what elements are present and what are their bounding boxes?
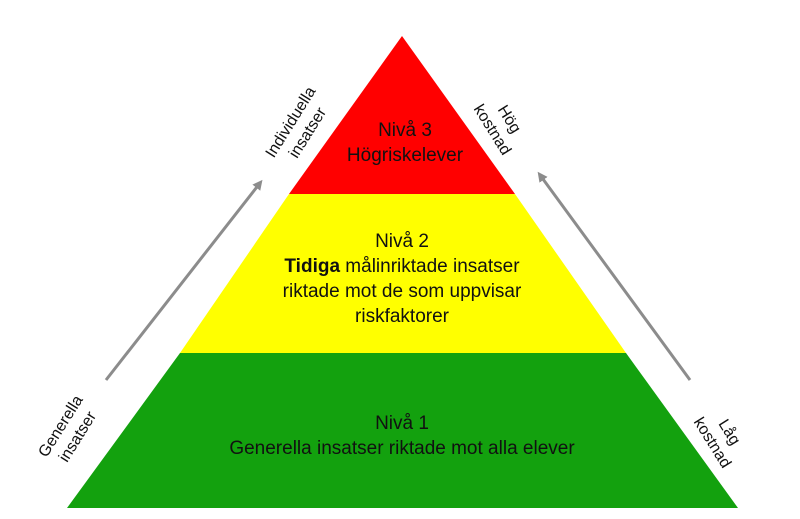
level-1-description: Generella insatser riktade mot alla elev… [229, 438, 575, 459]
right-up-arrow [537, 171, 692, 381]
level-1-text: Nivå 1 Generella insatser riktade mot al… [150, 411, 654, 461]
pyramid-level-3 [289, 36, 515, 194]
level-3-description: Högriskelever [346, 145, 464, 166]
level-3-title: Nivå 3 [378, 120, 432, 141]
level-1-title: Nivå 1 [375, 413, 429, 434]
level-2-line-1: Tidiga målinriktade insatser [230, 254, 574, 279]
level-2-line-2: riktade mot de som uppvisar [282, 281, 522, 302]
left-up-arrow [104, 179, 263, 381]
pyramid-level-2 [180, 194, 626, 353]
level-2-text: Nivå 2 Tidiga målinriktade insatser rikt… [230, 229, 574, 329]
level-3-text: Nivå 3 Högriskelever [300, 118, 510, 168]
level-2-line-3: riskfaktorer [355, 306, 449, 327]
level-2-line-1-rest: målinriktade insatser [340, 256, 520, 277]
level-2-title: Nivå 2 [375, 231, 429, 252]
level-2-emphasis: Tidiga [284, 256, 341, 277]
pyramid-level-1 [67, 353, 738, 508]
